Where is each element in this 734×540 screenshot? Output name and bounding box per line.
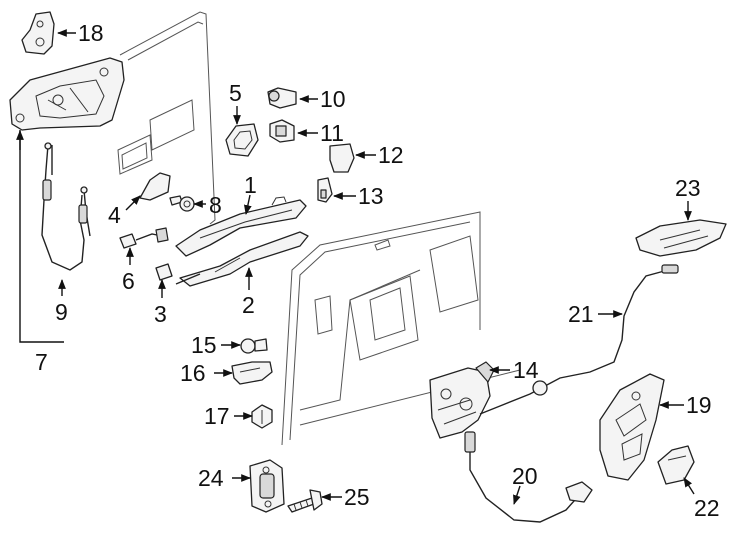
part-1-outside-handle xyxy=(175,196,307,257)
callout-2: 2 xyxy=(242,292,255,318)
rear-door-outline xyxy=(281,211,521,446)
callout-13: 13 xyxy=(358,183,384,209)
leader-lines xyxy=(16,29,695,505)
part-10-cylinder xyxy=(267,87,297,109)
callout-labels: 1 2 3 4 5 6 7 8 9 10 11 12 13 14 15 16 1… xyxy=(35,20,720,521)
callout-16: 16 xyxy=(180,360,206,386)
part-18-bracket xyxy=(21,11,55,55)
callout-7: 7 xyxy=(35,349,48,375)
part-7-handle-carrier xyxy=(9,57,125,131)
callout-3: 3 xyxy=(154,301,167,327)
callout-25: 25 xyxy=(344,484,370,510)
callout-6: 6 xyxy=(122,268,135,294)
part-2-handle-base xyxy=(175,231,309,287)
part-24-striker xyxy=(249,459,285,513)
callout-17: 17 xyxy=(204,403,230,429)
part-23-inside-handle xyxy=(635,219,727,257)
part-9-cables xyxy=(41,142,91,271)
callout-14: 14 xyxy=(513,357,539,383)
part-17-cap xyxy=(251,404,273,429)
part-5-seal xyxy=(225,123,259,157)
part-21-cable xyxy=(479,264,679,415)
part-4-cap xyxy=(139,172,171,201)
callout-8: 8 xyxy=(209,192,222,218)
part-12-cover xyxy=(329,143,355,173)
callout-15: 15 xyxy=(191,332,217,358)
part-22-clip xyxy=(657,445,695,485)
callout-12: 12 xyxy=(378,142,404,168)
callout-24: 24 xyxy=(198,465,224,491)
callout-1: 1 xyxy=(244,172,257,198)
part-15-bolt xyxy=(240,338,268,354)
part-3-clip xyxy=(155,263,173,281)
callout-22: 22 xyxy=(694,495,720,521)
part-11-housing xyxy=(269,119,295,143)
front-door-outline xyxy=(117,11,216,225)
callout-19: 19 xyxy=(686,392,712,418)
part-8-screw xyxy=(169,195,195,212)
part-6-connector xyxy=(119,227,169,249)
part-14-lock-actuator xyxy=(429,361,495,439)
callout-5: 5 xyxy=(229,80,242,106)
callout-20: 20 xyxy=(512,463,538,489)
callout-21: 21 xyxy=(568,301,594,327)
part-13-cap xyxy=(317,177,333,203)
part-19-mount-plate xyxy=(599,373,665,481)
callout-9: 9 xyxy=(55,299,68,325)
callout-18: 18 xyxy=(78,20,104,46)
callout-23: 23 xyxy=(675,175,701,201)
part-20-cable xyxy=(464,431,593,523)
part-25-bolt xyxy=(287,489,323,513)
callout-4: 4 xyxy=(108,202,121,228)
callout-11: 11 xyxy=(320,120,344,146)
part-16-bracket xyxy=(231,361,273,385)
callout-10: 10 xyxy=(320,86,346,112)
